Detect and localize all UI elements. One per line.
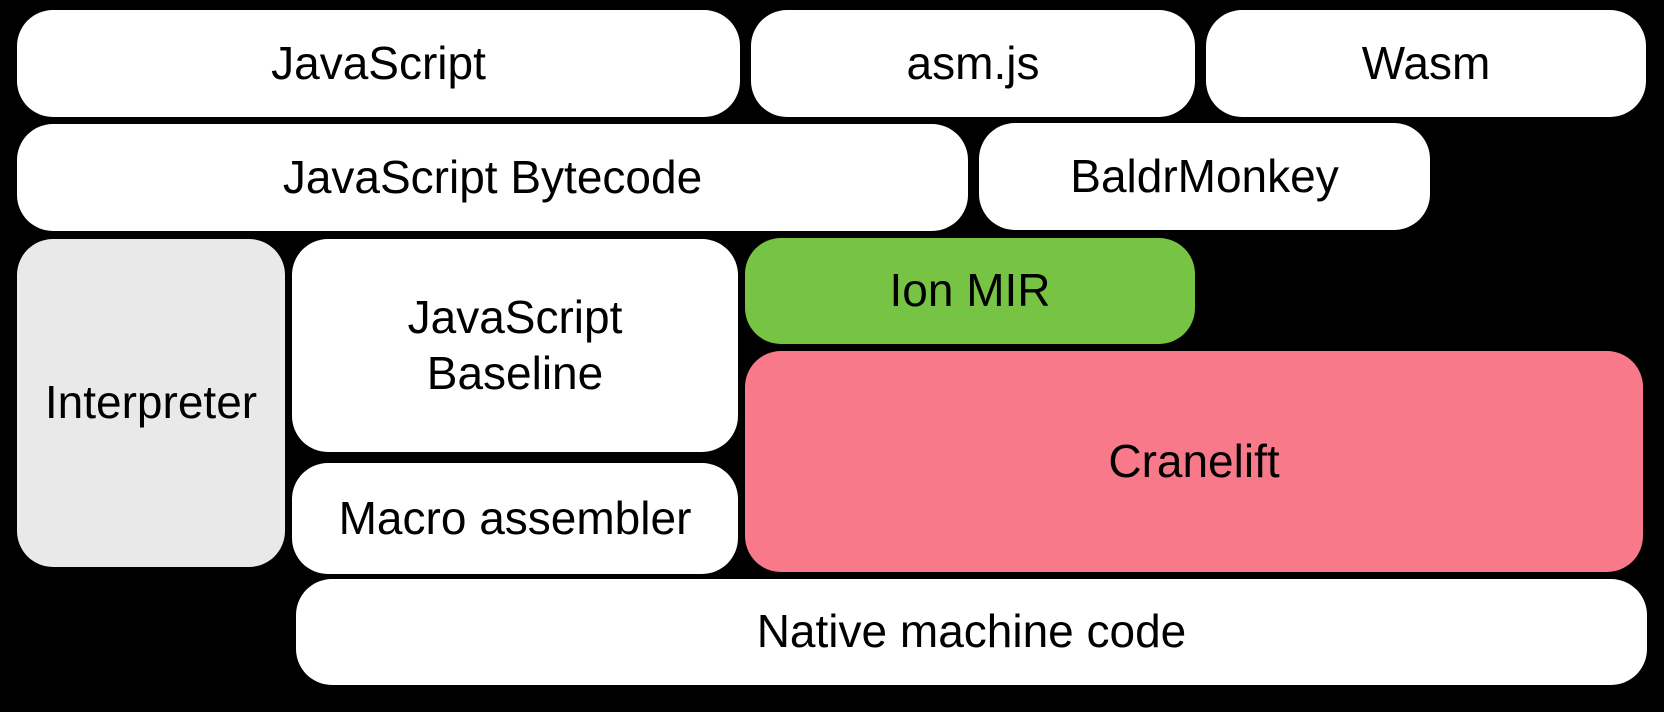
node-asmjs: asm.js xyxy=(751,10,1195,117)
node-interpreter: Interpreter xyxy=(17,239,285,567)
node-javascript: JavaScript xyxy=(17,10,740,117)
node-javascript-bytecode: JavaScript Bytecode xyxy=(17,124,968,231)
node-native-machine-code: Native machine code xyxy=(296,579,1647,685)
node-wasm: Wasm xyxy=(1206,10,1646,117)
node-macro-assembler: Macro assembler xyxy=(292,463,738,574)
node-cranelift: Cranelift xyxy=(745,351,1643,572)
node-ion-mir: Ion MIR xyxy=(745,238,1195,344)
node-baldrmonkey: BaldrMonkey xyxy=(979,123,1430,230)
node-javascript-baseline: JavaScript Baseline xyxy=(292,239,738,452)
